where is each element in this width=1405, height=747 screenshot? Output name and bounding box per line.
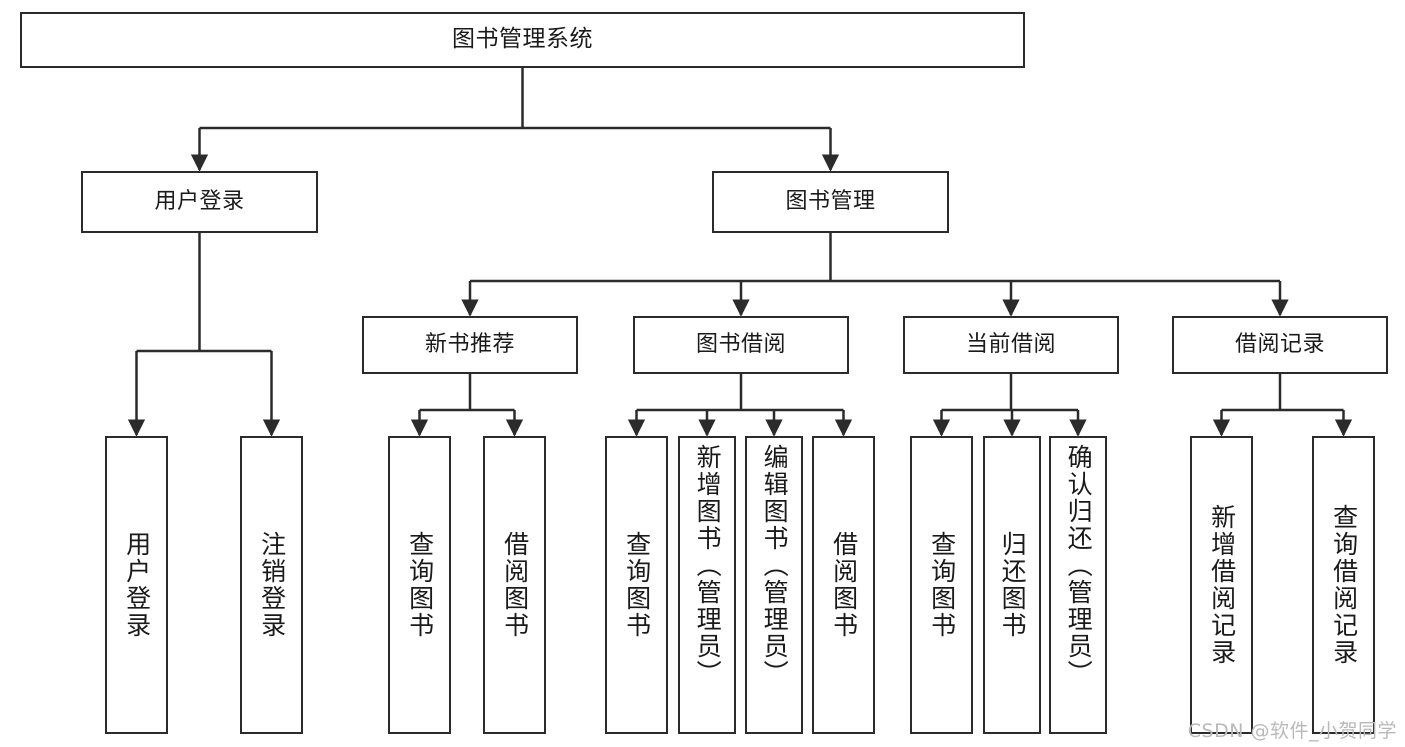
node-root: 图书管理系统: [20, 12, 1025, 68]
node-l-b-add: 新增图书（管理员）: [678, 436, 736, 734]
node-label: 编辑图书（管理员）: [760, 444, 790, 687]
node-l-c-return: 归还图书: [983, 436, 1041, 734]
node-l-r-query: 查询借阅记录: [1312, 436, 1375, 734]
node-label: 新增借阅记录: [1207, 504, 1237, 666]
node-bookmgmt: 图书管理: [712, 171, 949, 233]
node-label: 借阅图书: [500, 531, 530, 639]
node-label: 用户登录: [122, 531, 152, 639]
node-newbook: 新书推荐: [362, 316, 578, 374]
node-label: 查询图书: [622, 531, 652, 639]
node-label: 借阅记录: [1234, 332, 1325, 358]
node-l-c-query: 查询图书: [910, 436, 973, 734]
node-label: 查询图书: [927, 531, 957, 639]
node-l-b-query: 查询图书: [605, 436, 668, 734]
node-label: 新书推荐: [424, 332, 515, 358]
node-l-nb-borrow: 借阅图书: [483, 436, 546, 734]
node-records: 借阅记录: [1172, 316, 1388, 374]
node-label: 归还图书: [998, 531, 1028, 639]
node-label: 用户登录: [154, 189, 245, 215]
node-label: 确认归还（管理员）: [1064, 444, 1094, 687]
node-l-c-confirm: 确认归还（管理员）: [1049, 436, 1107, 734]
node-l-login: 用户登录: [105, 436, 168, 734]
node-l-logout: 注销登录: [240, 436, 303, 734]
node-label: 查询图书: [405, 531, 435, 639]
node-label: 当前借阅: [965, 332, 1056, 358]
node-label: 图书借阅: [695, 332, 786, 358]
node-l-b-borrow: 借阅图书: [812, 436, 875, 734]
node-l-r-add: 新增借阅记录: [1190, 436, 1253, 734]
watermark-label: CSDN @软件_小贺同学: [1187, 720, 1397, 742]
node-l-nb-query: 查询图书: [388, 436, 451, 734]
node-current: 当前借阅: [903, 316, 1119, 374]
node-label: 借阅图书: [829, 531, 859, 639]
node-label: 图书管理系统: [452, 26, 593, 53]
node-label: 新增图书（管理员）: [693, 444, 723, 687]
node-label: 注销登录: [257, 531, 287, 639]
node-label: 图书管理: [785, 189, 876, 215]
node-l-b-edit: 编辑图书（管理员）: [745, 436, 803, 734]
node-label: 查询借阅记录: [1329, 504, 1359, 666]
node-borrow: 图书借阅: [633, 316, 849, 374]
node-login: 用户登录: [81, 171, 318, 233]
